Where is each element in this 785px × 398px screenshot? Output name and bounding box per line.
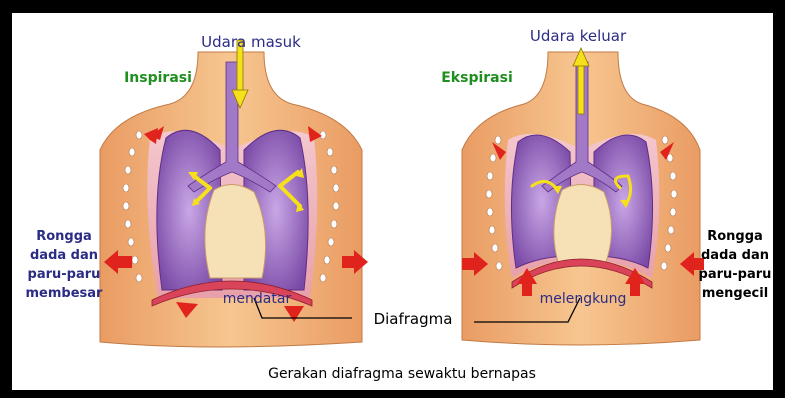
right-side-label-line3: paru-paru bbox=[699, 267, 772, 282]
right-diaphragm-state: melengkung bbox=[540, 291, 627, 307]
right-side-label-line2: dada dan bbox=[701, 248, 769, 263]
left-side-label: Rongga dada dan paru-paru membesar bbox=[26, 229, 104, 301]
left-title: Inspirasi bbox=[124, 70, 192, 86]
left-side-label-line1: Rongga bbox=[36, 229, 92, 244]
caption: Gerakan diafragma sewaktu bernapas bbox=[268, 366, 536, 382]
left-side-label-line2: dada dan bbox=[30, 248, 98, 263]
right-air-label: Udara keluar bbox=[530, 27, 627, 45]
right-title: Ekspirasi bbox=[441, 70, 513, 86]
right-side-label-line1: Rongga bbox=[707, 229, 763, 244]
right-side-label-line4: mengecil bbox=[702, 286, 768, 301]
right-side-label: Rongga dada dan paru-paru mengecil bbox=[699, 229, 772, 301]
left-side-label-line4: membesar bbox=[26, 286, 104, 301]
right-heart bbox=[554, 184, 612, 262]
left-heart bbox=[205, 184, 266, 278]
left-diaphragm-state: mendatar bbox=[223, 291, 292, 307]
left-air-label: Udara masuk bbox=[201, 33, 301, 51]
left-side-label-line3: paru-paru bbox=[28, 267, 101, 282]
diaphragm-label: Diafragma bbox=[374, 310, 453, 328]
